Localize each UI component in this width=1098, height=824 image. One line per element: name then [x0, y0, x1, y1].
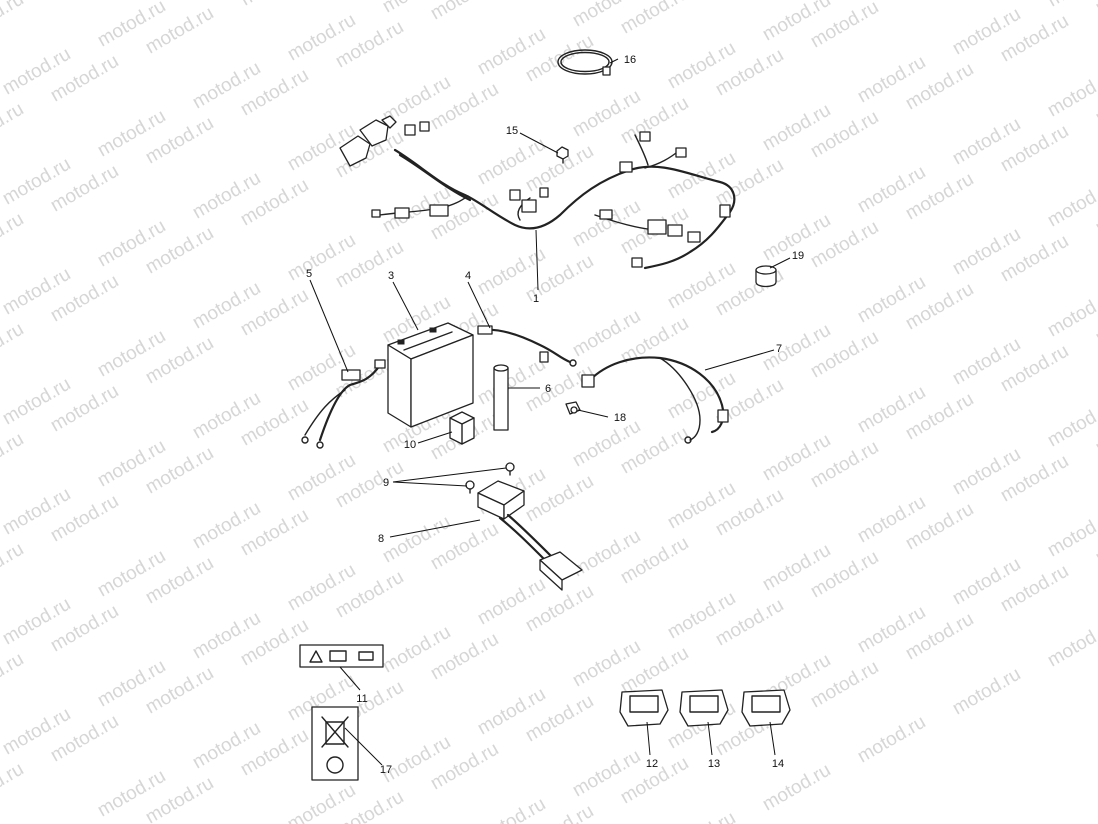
- watermark-text: motod.ru: [854, 712, 929, 768]
- watermark-text: motod.ru: [902, 0, 977, 4]
- part-15-bolt: [556, 146, 569, 164]
- part-6-tube: [493, 364, 509, 431]
- callout-labels: 1 3 4 5 6 7 8 9 10 11 12 13 14 15 16 17 …: [306, 54, 804, 776]
- callout-9: 9: [383, 477, 389, 489]
- part-3-battery: [387, 322, 474, 428]
- watermark-text: motod.ru: [0, 759, 27, 815]
- part-14-fuse: [741, 689, 791, 727]
- callout-12: 12: [646, 758, 658, 770]
- callout-11: 11: [356, 693, 367, 705]
- watermark-text: motod.ru: [664, 808, 739, 824]
- watermark-text: motod.ru: [0, 319, 27, 375]
- callout-5: 5: [306, 268, 312, 280]
- callout-18: 18: [614, 412, 626, 424]
- watermark-text: motod.ru: [1044, 66, 1098, 122]
- watermark-text: motod.ru: [1044, 0, 1098, 11]
- part-13-fuse: [679, 689, 729, 727]
- part-11-warning-label: [299, 644, 384, 668]
- callout-8: 8: [378, 533, 384, 545]
- part-4-battery-cable: [477, 325, 577, 367]
- part-10-relay: [449, 411, 475, 445]
- watermark-text: motod.ru: [0, 209, 27, 265]
- callout-6: 6: [545, 383, 551, 395]
- watermark-text: motod.ru: [1044, 176, 1098, 232]
- watermark-text: motod.ru: [237, 0, 312, 10]
- watermark-text: motod.ru: [0, 649, 27, 705]
- watermark-text: motod.ru: [1044, 286, 1098, 342]
- callout-10: 10: [404, 439, 416, 451]
- watermark-text: motod.ru: [0, 539, 27, 595]
- part-7-sub-harness: [581, 356, 729, 444]
- watermark-text: motod.ru: [0, 0, 27, 44]
- part-19-cap: [755, 265, 777, 288]
- part-17-recycling-label: [311, 706, 359, 781]
- watermark-text: motod.ru: [1044, 616, 1098, 672]
- watermark-text: motod.ru: [759, 760, 834, 816]
- watermark-text: motod.ru: [1092, 0, 1098, 18]
- callout-13: 13: [708, 758, 720, 770]
- callout-17: 17: [380, 764, 392, 776]
- callout-15: 15: [506, 125, 518, 137]
- watermark-text: motod.ru: [474, 794, 549, 824]
- part-12-fuse: [619, 689, 669, 727]
- callout-19: 19: [792, 250, 804, 262]
- watermark-text: motod.ru: [617, 0, 692, 38]
- watermark-text: motod.ru: [0, 429, 27, 485]
- leader-lines: [309, 58, 791, 766]
- callout-4: 4: [465, 270, 471, 282]
- part-1-wiring-harness: [339, 115, 736, 270]
- watermark-text: motod.ru: [1044, 506, 1098, 562]
- watermark-text: motod.ru: [427, 0, 502, 24]
- watermark-text: motod.ru: [1044, 396, 1098, 452]
- part-5-battery-cable: [301, 359, 386, 449]
- callout-7: 7: [776, 343, 782, 355]
- callout-16: 16: [624, 54, 636, 66]
- callout-14: 14: [772, 758, 784, 770]
- watermark-text: motod.ru: [949, 664, 1024, 720]
- callout-3: 3: [388, 270, 394, 282]
- part-18-socket: [565, 401, 581, 415]
- part-8-regulator: [477, 480, 583, 591]
- part-9-screws: [465, 462, 515, 494]
- watermark-text: motod.ru: [0, 99, 27, 155]
- callout-1: 1: [533, 293, 539, 305]
